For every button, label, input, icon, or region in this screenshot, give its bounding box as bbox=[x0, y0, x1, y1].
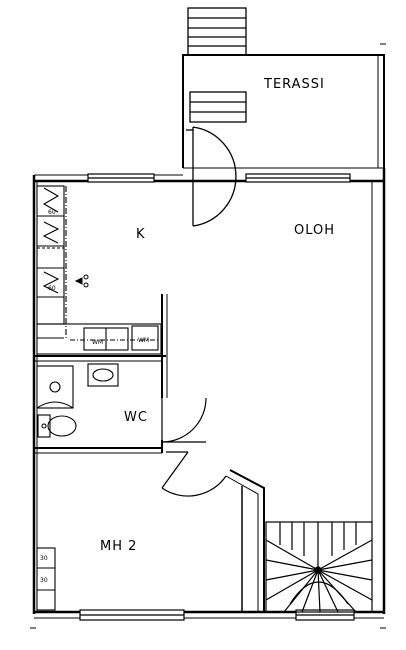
kitchen-cabinets bbox=[36, 185, 162, 355]
wardrobes bbox=[36, 547, 56, 611]
windows bbox=[79, 173, 355, 621]
corner-marks bbox=[30, 43, 386, 629]
room-label-bedroom: MH 2 bbox=[100, 539, 137, 554]
room-label-terrace: TERASSI bbox=[263, 77, 325, 92]
fixture-mark-30b: 30 bbox=[40, 577, 48, 584]
room-label-living: OLOH bbox=[294, 223, 335, 238]
fixture-mark-60b: 60 bbox=[48, 285, 56, 292]
bedroom-door bbox=[161, 451, 227, 497]
wc-fixtures bbox=[36, 363, 119, 438]
terrace-steps bbox=[187, 7, 247, 123]
wc-door bbox=[161, 397, 207, 443]
fixture-mark-60a: 60 bbox=[48, 209, 56, 216]
terrace-area bbox=[182, 54, 385, 169]
fixture-mark-wm: WM bbox=[92, 339, 103, 346]
fixture-mark-wm2: WM bbox=[138, 337, 149, 344]
room-label-wc: WC bbox=[124, 410, 148, 425]
terrace-door bbox=[186, 126, 237, 227]
fixture-mark-30a: 30 bbox=[40, 555, 48, 562]
room-label-kitchen: K bbox=[136, 227, 146, 242]
interior-walls bbox=[34, 294, 265, 612]
arrow-marker-icon bbox=[74, 274, 89, 288]
staircase bbox=[265, 521, 373, 613]
